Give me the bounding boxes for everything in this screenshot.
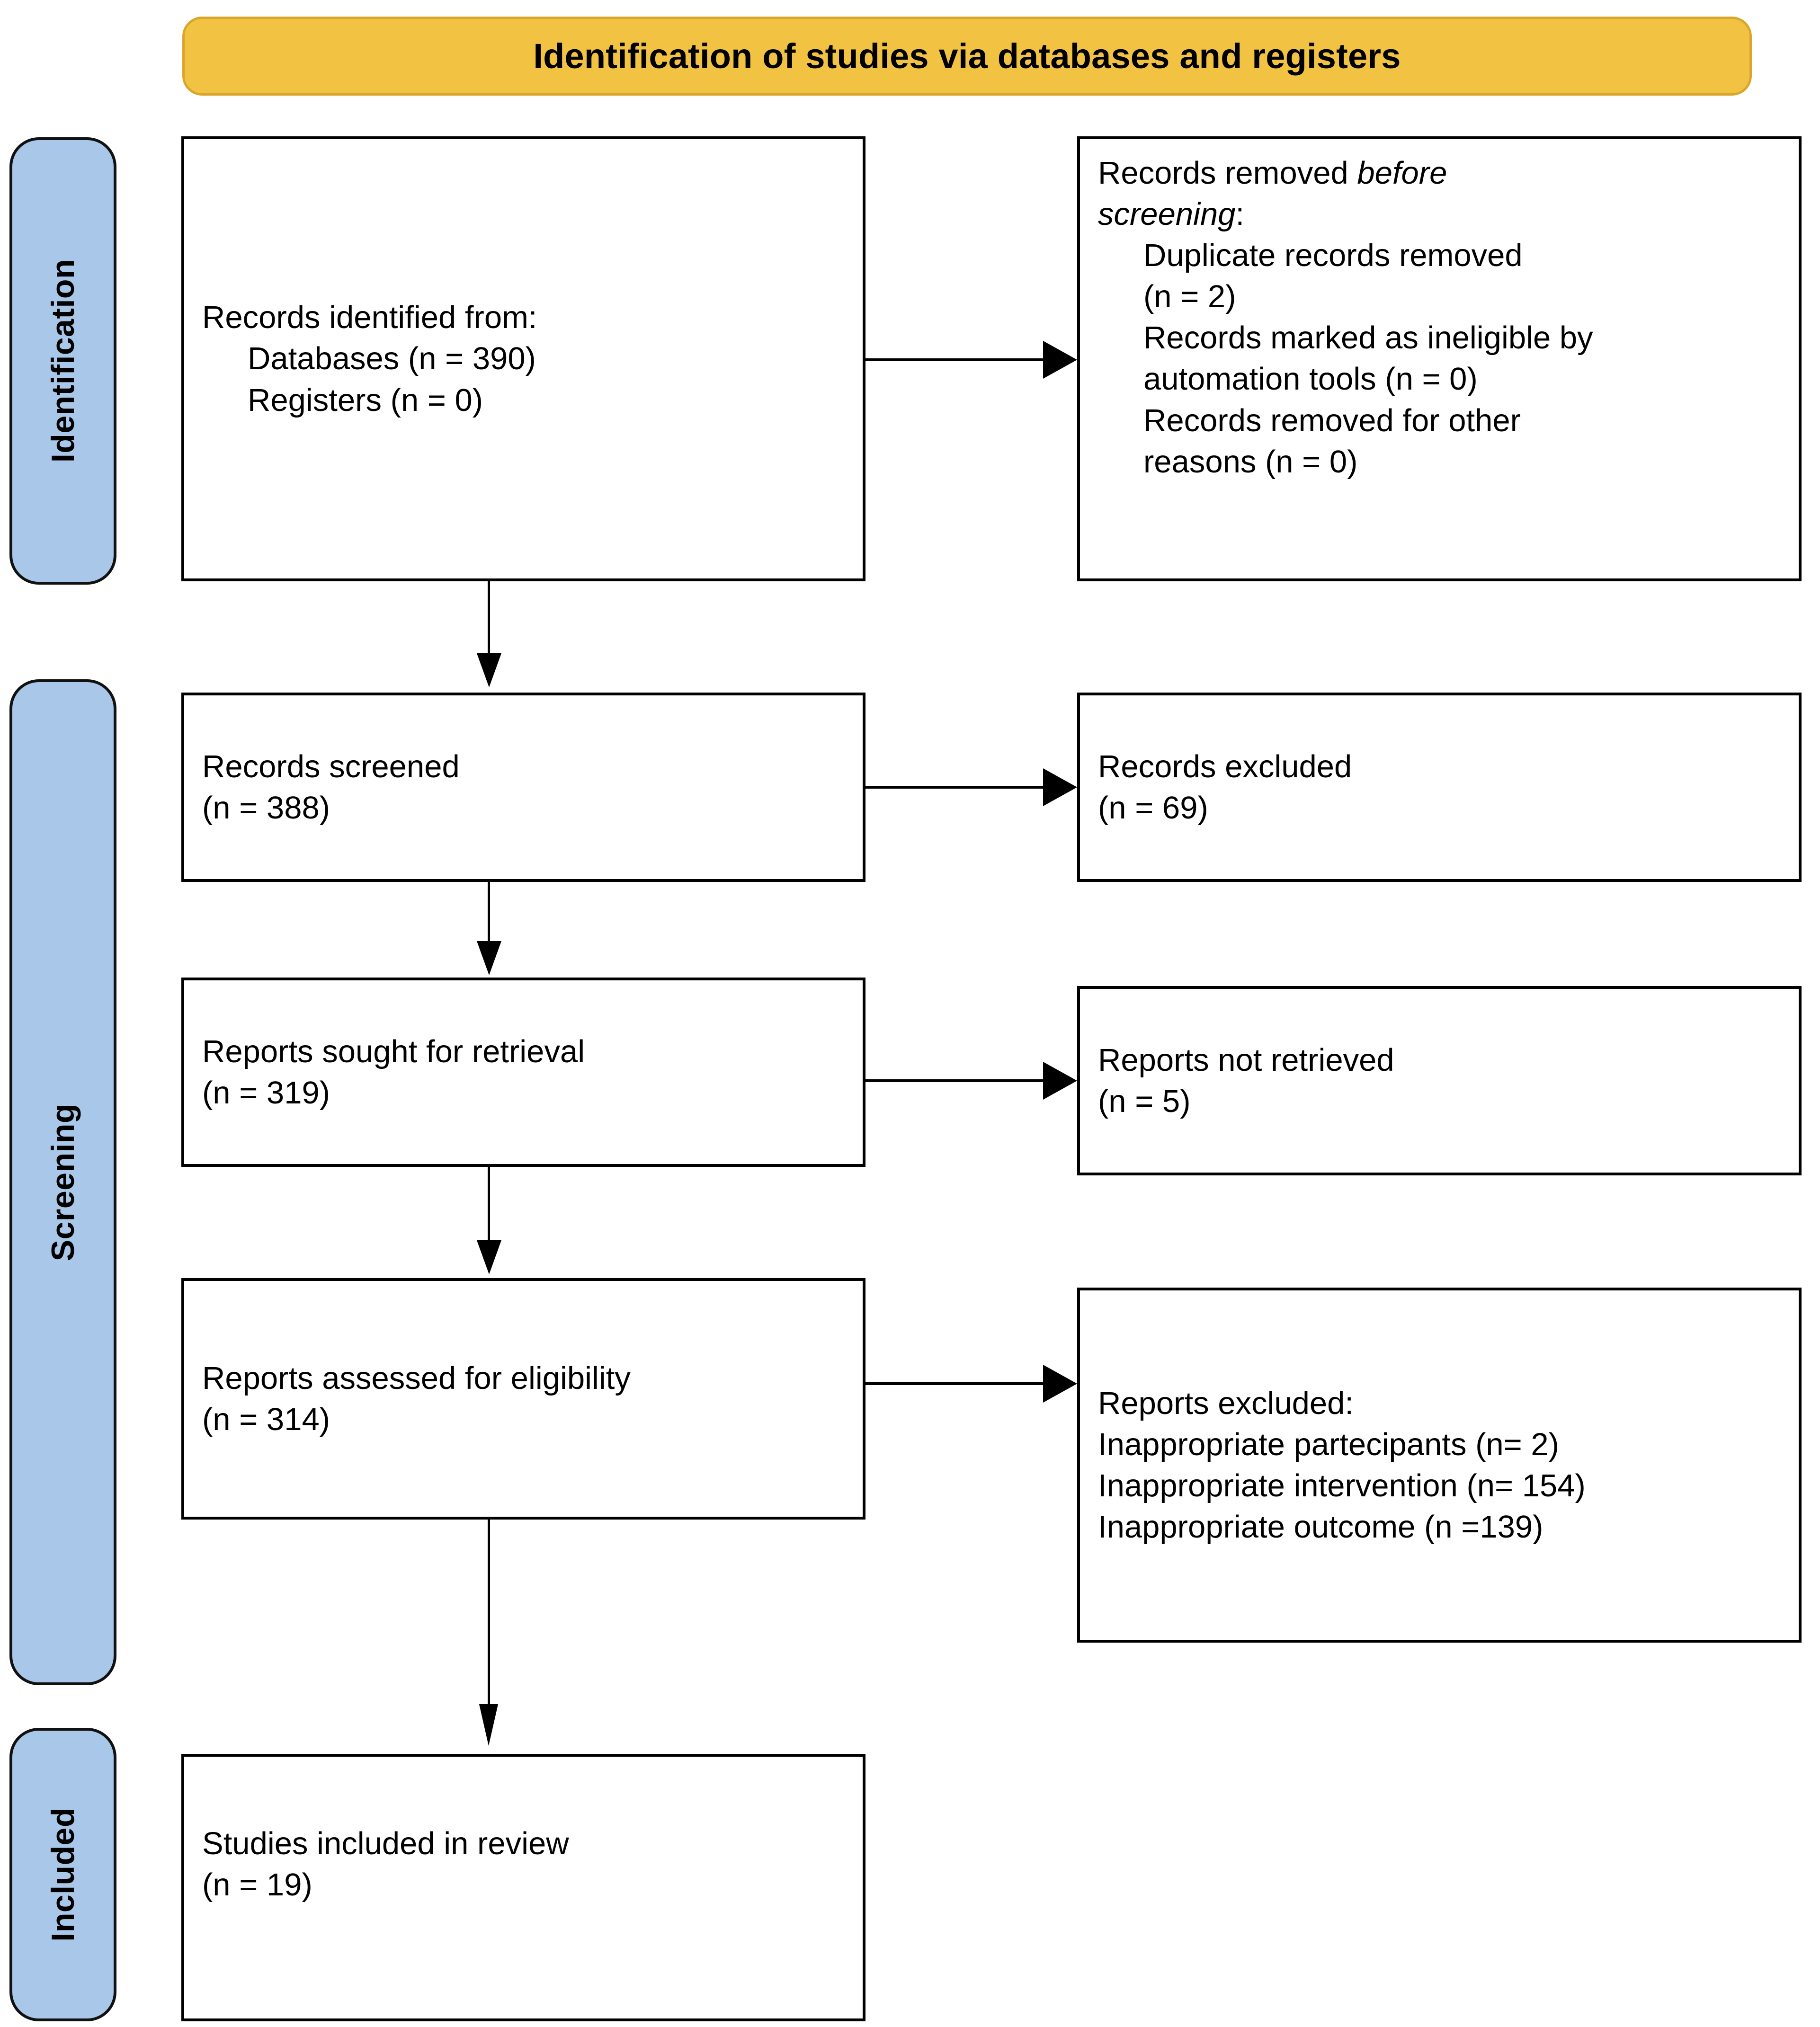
line-reports-sought-0: Reports sought for retrieval: [202, 1033, 585, 1069]
stage-label-included-text: Included: [45, 1807, 81, 1942]
line-records-identified-2: Registers (n = 0): [248, 382, 483, 418]
connector-screened-to-excluded: [865, 786, 1045, 789]
line-records-screened-0: Records screened: [202, 748, 460, 784]
records-removed-screening-italic: screening: [1098, 196, 1236, 232]
line-records-removed-1: screening:: [1098, 194, 1781, 235]
stage-label-identification: Identification: [9, 137, 116, 585]
line-records-removed-2: Duplicate records removed: [1143, 238, 1523, 274]
line-reports-excluded-1: Inappropriate partecipants (n= 2): [1098, 1426, 1559, 1462]
stage-label-screening-text: Screening: [45, 1103, 81, 1262]
box-studies-included: Studies included in review (n = 19): [181, 1754, 865, 2021]
diagram-title: Identification of studies via databases …: [533, 36, 1401, 76]
line-reports-sought-1: (n = 319): [202, 1075, 330, 1111]
line-records-excluded-0: Records excluded: [1098, 748, 1352, 784]
line-reports-excluded-2: Inappropriate intervention (n= 154): [1098, 1468, 1586, 1503]
arrowhead-identified-to-screened: [477, 653, 501, 687]
line-records-removed-5: automation tools (n = 0): [1143, 361, 1478, 397]
box-reports-excluded: Reports excluded: Inappropriate partecip…: [1077, 1288, 1802, 1643]
connector-assessed-to-excluded: [865, 1382, 1045, 1385]
box-reports-not-retrieved: Reports not retrieved (n = 5): [1077, 986, 1802, 1175]
line-records-removed-4: Records marked as ineligible by: [1143, 320, 1593, 356]
line-studies-included-0: Studies included in review: [202, 1826, 569, 1861]
line-reports-not-retrieved-0: Reports not retrieved: [1098, 1042, 1394, 1078]
arrowhead-assessed-to-excluded: [1043, 1365, 1077, 1403]
line-records-identified-1: Databases (n = 390): [248, 341, 536, 377]
connector-identified-to-screened: [488, 581, 490, 656]
box-records-excluded: Records excluded (n = 69): [1077, 693, 1802, 882]
line-records-removed-0: Records removed before: [1098, 152, 1781, 194]
box-reports-sought: Reports sought for retrieval (n = 319): [181, 978, 865, 1167]
box-records-removed: Records removed before screening: Duplic…: [1077, 136, 1802, 581]
connector-assessed-to-included: [488, 1520, 490, 1707]
stage-label-identification-text: Identification: [45, 259, 81, 463]
arrowhead-screened-to-sought: [477, 941, 501, 975]
arrowhead-sought-to-not-retrieved: [1043, 1062, 1077, 1100]
line-reports-assessed-1: (n = 314): [202, 1402, 330, 1437]
box-records-screened: Records screened (n = 388): [181, 693, 865, 882]
line-reports-excluded-3: Inappropriate outcome (n =139): [1098, 1509, 1543, 1545]
line-reports-excluded-0: Reports excluded:: [1098, 1385, 1354, 1421]
arrowhead-assessed-to-included: [479, 1704, 498, 1746]
box-reports-assessed: Reports assessed for eligibility (n = 31…: [181, 1278, 865, 1520]
line-records-identified-0: Records identified from:: [202, 300, 537, 336]
connector-sought-to-not-retrieved: [865, 1079, 1045, 1082]
box-records-identified: Records identified from: Databases (n = …: [181, 136, 865, 581]
records-removed-colon: :: [1235, 196, 1245, 232]
line-reports-not-retrieved-1: (n = 5): [1098, 1084, 1191, 1119]
line-records-removed-6: Records removed for other: [1143, 402, 1521, 438]
arrowhead-sought-to-assessed: [477, 1240, 501, 1274]
connector-sought-to-assessed: [488, 1167, 490, 1243]
stage-label-included: Included: [9, 1728, 116, 2021]
line-records-removed-7: reasons (n = 0): [1143, 444, 1358, 480]
diagram-header-banner: Identification of studies via databases …: [182, 17, 1752, 96]
connector-screened-to-sought: [488, 882, 490, 943]
line-studies-included-1: (n = 19): [202, 1867, 312, 1903]
line-records-excluded-1: (n = 69): [1098, 790, 1208, 826]
arrowhead-screened-to-excluded: [1043, 768, 1077, 806]
connector-identified-to-removed: [865, 358, 1045, 361]
records-removed-before-italic: before: [1357, 155, 1447, 191]
stage-label-screening: Screening: [9, 679, 116, 1685]
line-records-screened-1: (n = 388): [202, 790, 330, 826]
arrowhead-identified-to-removed: [1043, 341, 1077, 379]
records-removed-prefix: Records removed: [1098, 155, 1357, 191]
line-records-removed-3: (n = 2): [1143, 279, 1236, 315]
line-reports-assessed-0: Reports assessed for eligibility: [202, 1360, 631, 1396]
